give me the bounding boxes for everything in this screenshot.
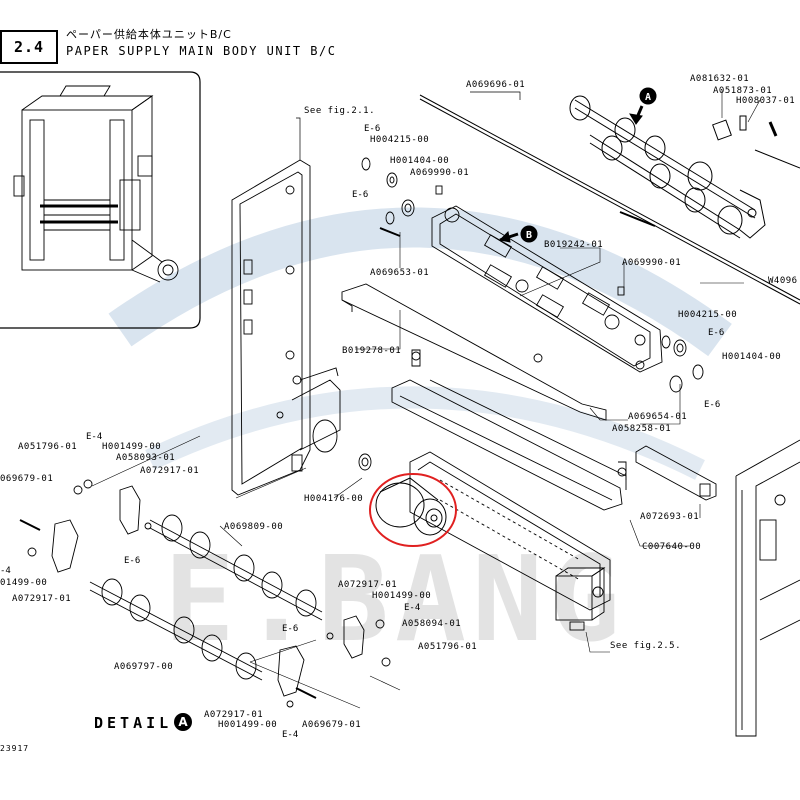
label-b019242: B019242-01 [544, 240, 604, 250]
detail-a-guide-lines [91, 435, 401, 709]
label-a069696: A069696-01 [466, 80, 526, 90]
leader-see-fig-2-1 [296, 117, 301, 160]
label-a069653: A069653-01 [370, 268, 430, 278]
left-frame-plate [231, 159, 341, 496]
label-a081632: A081632-01 [690, 74, 750, 84]
label-h004215-right: H004215-00 [678, 310, 738, 320]
right-bushings [661, 335, 704, 393]
label-a069990-right: A069990-01 [622, 258, 682, 268]
label-a069679-bottom: A069679-01 [302, 720, 362, 730]
label-e6-right1: E-6 [708, 328, 725, 338]
label-e4-bottom: E-4 [282, 730, 299, 740]
label-a069990-top: A069990-01 [410, 168, 470, 178]
right-frame-b019242 [431, 185, 663, 373]
label-e4-left: E-4 [86, 432, 103, 442]
top-bushings [361, 157, 415, 237]
callout-a-label: A [645, 92, 651, 103]
label-h008037: H008037-01 [736, 96, 796, 106]
label-e6-lowleft: E-6 [124, 556, 141, 566]
detail-badge: A [174, 713, 192, 731]
callout-b: B [498, 225, 538, 243]
label-h001499-far-left: 01499-00 [0, 578, 48, 588]
leader-lines [219, 90, 761, 653]
label-e4-mid: E-4 [404, 603, 421, 613]
callout-b-label: B [526, 230, 532, 241]
label-w4096: W4096 [768, 276, 798, 286]
overview-inset [0, 71, 201, 329]
label-a072917-bottom: A072917-01 [204, 710, 264, 720]
label-a072917-far-left: A072917-01 [12, 594, 72, 604]
label-a069654: A069654-01 [628, 412, 688, 422]
watermark-arc [108, 207, 732, 357]
bracket-b019278 [341, 283, 607, 421]
top-shaft [419, 94, 800, 305]
motor-component [375, 477, 447, 536]
label-h001499-bottom: H001499-00 [218, 720, 278, 730]
watermark-text: E.BANG [164, 530, 626, 668]
title-english: PAPER SUPPLY MAIN BODY UNIT B/C [66, 44, 337, 58]
detail-a-rollers [89, 514, 323, 681]
label-a058093: A058093-01 [116, 453, 176, 463]
label-h001404-right: H001404-00 [722, 352, 782, 362]
label-see-fig-2-5: See fig.2.5. [610, 641, 682, 651]
label-h004215-top: H004215-00 [370, 135, 430, 145]
plate-a072693 [635, 445, 717, 501]
leader-a069696 [470, 91, 521, 100]
label-c007640: C007640-00 [642, 542, 702, 552]
watermark-arc-lower [145, 386, 705, 480]
guide-rail-assembly [391, 379, 627, 511]
label-a072917-mid: A072917-01 [338, 580, 398, 590]
label-h001404-top: H001404-00 [390, 156, 450, 166]
label-a072693: A072693-01 [640, 512, 700, 522]
label-e6-right2: E-6 [704, 400, 721, 410]
label-a058258: A058258-01 [612, 424, 672, 434]
label-e6-mid2: E-6 [282, 624, 299, 634]
label-e4-far-left: -4 [0, 566, 11, 576]
drive-unit [409, 451, 611, 631]
label-a058094: A058094-01 [402, 619, 462, 629]
document-id: 23917 [0, 744, 30, 753]
label-b019278: B019278-01 [342, 346, 402, 356]
callout-a-top: A [629, 87, 657, 125]
pickup-roller-assembly [569, 95, 800, 239]
title-japanese: ペーパー供給本体ユニットB/C [66, 28, 232, 41]
label-a069797: A069797-00 [114, 662, 174, 672]
highlight-circle [369, 473, 457, 547]
label-a069679-left: 069679-01 [0, 474, 54, 484]
label-a072917-left: A072917-01 [140, 466, 200, 476]
label-h001499-left: H001499-00 [102, 442, 162, 452]
label-a051796-left: A051796-01 [18, 442, 78, 452]
bushing-h004176 [312, 419, 372, 471]
detail-a-brackets [19, 479, 391, 708]
label-h004176: H004176-00 [304, 494, 364, 504]
label-h001499-mid: H001499-00 [372, 591, 432, 601]
label-e6-top: E-6 [364, 124, 381, 134]
label-a051873: A051873-01 [713, 86, 773, 96]
section-number: 2.4 [0, 30, 58, 64]
label-a069809: A069809-00 [224, 522, 284, 532]
label-see-fig-2-1: See fig.2.1. [304, 106, 376, 116]
label-e6-mid: E-6 [352, 190, 369, 200]
detail-title: DETAIL [94, 714, 173, 732]
far-right-frame [735, 439, 800, 737]
overview-unit-drawing [13, 85, 179, 283]
label-a051796-mid: A051796-01 [418, 642, 478, 652]
